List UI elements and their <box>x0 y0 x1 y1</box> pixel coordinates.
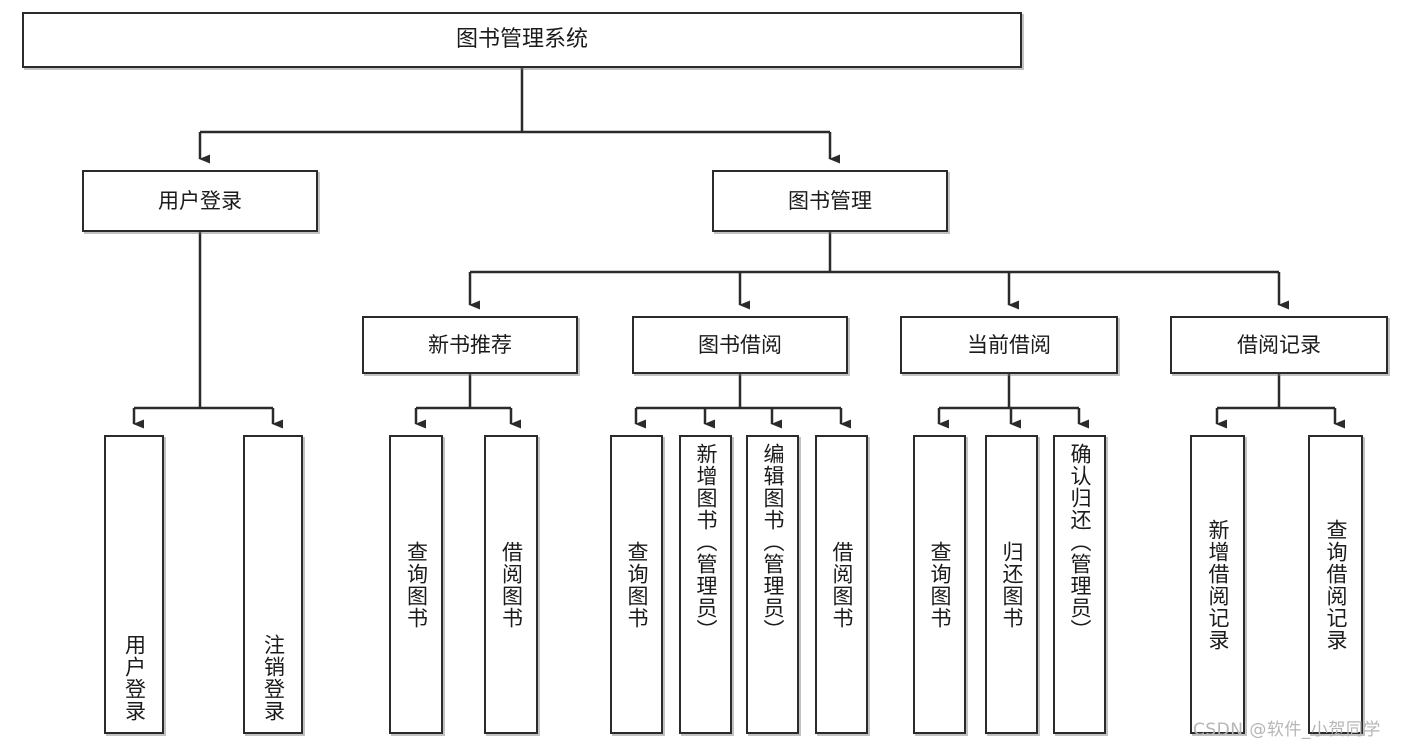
node-label: 新增借阅记录 <box>1206 518 1230 651</box>
node-label: 确认归还（管理员） <box>1068 443 1092 641</box>
node-book-management[interactable]: 图书管理 <box>712 170 948 232</box>
node-label: 图书借阅 <box>698 332 782 357</box>
node-new-book-recommend[interactable]: 新书推荐 <box>362 316 578 374</box>
node-label: 借阅图书 <box>499 540 524 629</box>
node-label: 查询图书 <box>404 540 429 629</box>
node-leaf-edit-book[interactable]: 编辑图书（管理员） <box>746 435 799 734</box>
node-label: 图书管理 <box>788 188 872 213</box>
node-leaf-user-login[interactable]: 用户登录 <box>104 435 164 734</box>
node-label: 注销登录 <box>261 634 286 722</box>
node-leaf-add-book[interactable]: 新增图书（管理员） <box>679 435 732 734</box>
node-leaf-logout[interactable]: 注销登录 <box>243 435 303 734</box>
node-user-login[interactable]: 用户登录 <box>82 170 318 232</box>
node-label: 新增图书（管理员） <box>694 443 718 641</box>
node-label: 查询图书 <box>928 540 952 629</box>
node-label: 用户登录 <box>122 634 147 722</box>
node-label: 用户登录 <box>158 188 242 213</box>
node-leaf-return-book[interactable]: 归还图书 <box>985 435 1038 734</box>
node-leaf-borrow-book[interactable]: 借阅图书 <box>815 435 868 734</box>
node-borrow-record[interactable]: 借阅记录 <box>1170 316 1388 374</box>
watermark-label: CSDN @软件_小贺同学 <box>1193 720 1381 740</box>
node-label: 当前借阅 <box>967 332 1051 357</box>
node-label: 编辑图书（管理员） <box>761 443 785 641</box>
node-label: 查询借阅记录 <box>1324 518 1348 651</box>
node-label: 查询图书 <box>625 540 649 629</box>
node-leaf-confirm-return[interactable]: 确认归还（管理员） <box>1053 435 1106 734</box>
node-root-system[interactable]: 图书管理系统 <box>22 12 1022 68</box>
node-book-borrow[interactable]: 图书借阅 <box>632 316 848 374</box>
node-current-borrow[interactable]: 当前借阅 <box>900 316 1118 374</box>
node-leaf-query-book-current[interactable]: 查询图书 <box>913 435 966 734</box>
node-label: 新书推荐 <box>428 332 512 357</box>
node-label: 借阅图书 <box>830 540 854 629</box>
node-label: 借阅记录 <box>1237 332 1321 357</box>
node-leaf-borrow-book-recommend[interactable]: 借阅图书 <box>484 435 538 734</box>
node-leaf-query-book-borrow[interactable]: 查询图书 <box>610 435 663 734</box>
node-leaf-query-borrow-record[interactable]: 查询借阅记录 <box>1308 435 1363 734</box>
node-leaf-add-borrow-record[interactable]: 新增借阅记录 <box>1190 435 1245 734</box>
node-label: 归还图书 <box>1000 540 1024 629</box>
node-leaf-query-book-recommend[interactable]: 查询图书 <box>389 435 443 734</box>
node-label: 图书管理系统 <box>455 27 588 53</box>
